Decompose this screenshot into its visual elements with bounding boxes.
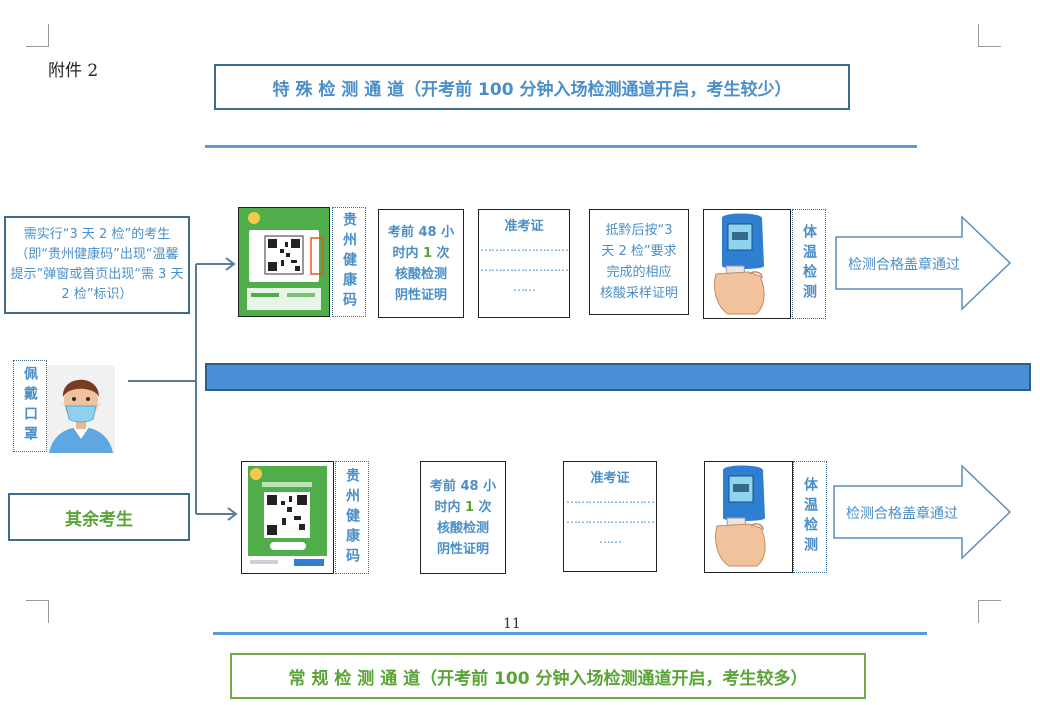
special-arrowhead [225,257,236,271]
special-candidates-note: 需实行“3 天 2 检”的考生（即“贵州健康码”出现“温馨提示”弹窗或首页出现“… [4,216,190,314]
crop-mark-bottom-right [978,600,1001,623]
special-admission-ticket-box: 准考证 …………………… …………………… …… [478,209,570,318]
regular-test-line-1: 考前 48 小 [429,478,497,494]
special-test-line-4: 阴性证明 [394,287,447,303]
regular-ticket-dots-3: …… [599,532,622,546]
lane-separator-bar [205,363,1031,391]
special-test-line-3: 核酸检测 [394,266,447,282]
crop-mark-top-left [26,24,49,47]
special-ticket-dots-1: …………………… [480,240,569,254]
other-candidates-label: 其余考生 [8,493,190,541]
regular-health-code-image [241,461,334,574]
special-proof-line-1: 抵黔后按“3 [605,223,673,238]
special-test-line-1: 考前 48 小 [387,224,455,240]
regular-lane-title: 常 规 检 测 通 道（开考前 100 分钟入场检测通道开启，考生较多） [230,653,866,699]
regular-test-line-3: 核酸检测 [436,520,489,536]
attachment-label: 附件 2 [48,61,99,81]
regular-test-line-2-c: 次 [474,499,492,515]
special-test-line-2-num: 1 [422,245,433,261]
special-test-line-2: 时内 1 次 [392,243,449,264]
regular-result-arrow [833,464,1012,560]
regular-thermometer-image [704,461,793,573]
special-ticket-dots-3: …… [513,280,536,294]
regular-pass-label: 检测合格盖章通过 [846,506,958,522]
bottom-divider [213,632,927,635]
regular-temperature-check-label: 体温检测 [793,461,827,573]
special-sampling-proof-box: 抵黔后按“3 天 2 检”要求 完成的相应 核酸采样证明 [589,209,689,315]
special-proof-line-4: 核酸采样证明 [599,286,678,301]
regular-arrowhead [227,507,238,521]
regular-admission-ticket-box: 准考证 …………………… …………………… …… [563,461,657,572]
regular-test-line-4: 阴性证明 [436,541,489,557]
special-health-code-label: 贵州健康码 [332,207,366,317]
special-test-line-2-c: 次 [432,245,450,261]
regular-test-line-2-a: 时内 [434,499,465,515]
regular-test-line-2-num: 1 [464,499,475,515]
page-number: 11 [503,616,521,632]
top-divider [205,145,917,148]
special-temperature-check-label: 体温检测 [792,209,826,319]
special-ticket-dots-2: …………………… [480,260,569,274]
special-lane-title: 特 殊 检 测 通 道（开考前 100 分钟入场检测通道开启，考生较少） [214,64,850,110]
crop-mark-top-right [978,24,1001,47]
masked-person-image [47,365,115,453]
special-result-arrow [835,215,1012,311]
special-proof-line-3: 完成的相应 [606,265,672,280]
crop-mark-bottom-left [26,600,49,623]
regular-ticket-dots-1: …………………… [566,492,655,506]
special-health-code-image [238,207,330,317]
regular-test-line-2: 时内 1 次 [434,497,491,518]
special-thermometer-image [703,209,791,319]
special-proof-line-2: 天 2 检”要求 [601,244,677,259]
special-nucleic-test-box: 考前 48 小 时内 1 次 核酸检测 阴性证明 [378,209,464,318]
mask-label: 佩戴口罩 [13,360,47,452]
regular-ticket-label: 准考证 [590,471,630,486]
special-ticket-label: 准考证 [504,219,544,234]
special-test-line-2-a: 时内 [392,245,423,261]
regular-health-code-label: 贵州健康码 [335,461,369,574]
regular-nucleic-test-box: 考前 48 小 时内 1 次 核酸检测 阴性证明 [420,461,506,574]
regular-ticket-dots-2: …………………… [566,512,655,526]
special-pass-label: 检测合格盖章通过 [848,257,960,273]
